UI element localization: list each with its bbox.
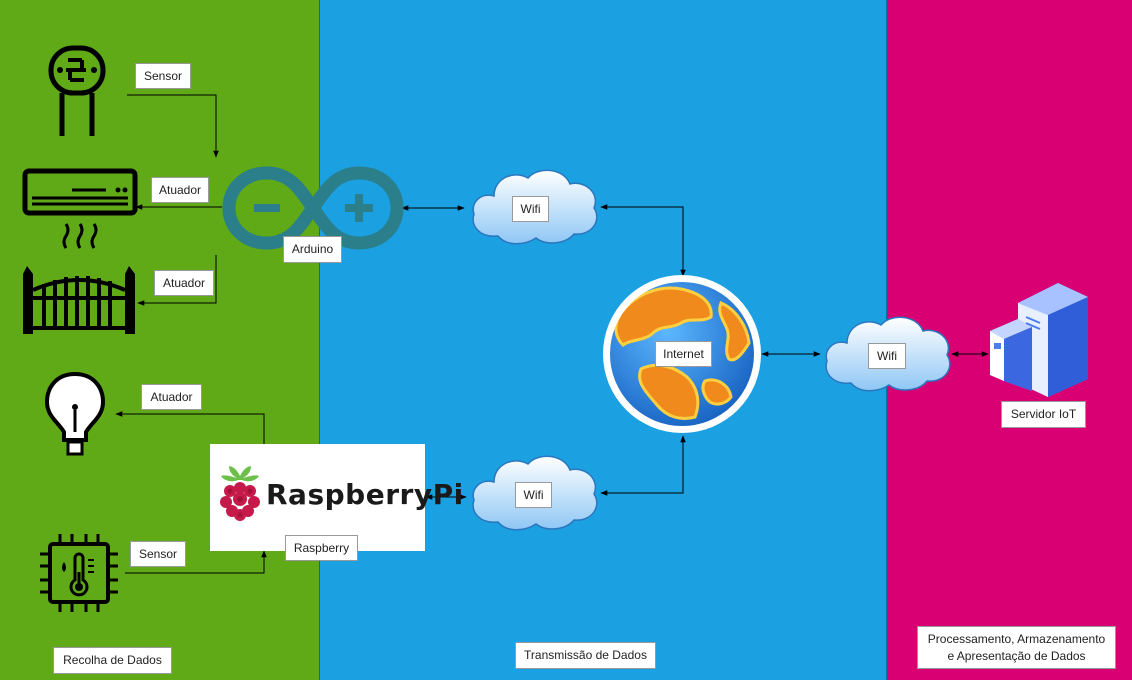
arduino-label: Arduino [283, 236, 342, 263]
iot-server-icon [990, 283, 1088, 397]
arduino-logo-icon [222, 166, 404, 250]
wifi-bottom-label: Wifi [515, 482, 552, 508]
wifi-top-label: Wifi [512, 196, 549, 222]
actuator-gate-label: Atuador [154, 270, 214, 296]
internet-label: Internet [655, 341, 712, 367]
sensor-top-label: Sensor [135, 63, 191, 89]
sensor-bottom-label: Sensor [130, 541, 186, 567]
data-processing-zone-title: Processamento, Armazenamento e Apresenta… [917, 626, 1116, 669]
data-transmission-zone [320, 0, 887, 680]
data-collection-zone-title: Recolha de Dados [53, 647, 172, 674]
temperature-sensor-icon [40, 534, 118, 612]
actuator-lamp-label: Atuador [141, 384, 202, 410]
raspberry-pi-wordmark: RaspberryPi [266, 478, 464, 511]
raspberry-label: Raspberry [285, 535, 358, 561]
processing-title-line1: Processamento, Armazenamento [927, 631, 1106, 646]
wifi-right-label: Wifi [868, 343, 906, 369]
processing-title-line2: e Apresentação de Dados [947, 648, 1086, 663]
light-bulb-icon [44, 371, 106, 456]
air-conditioner-icon [22, 168, 138, 249]
raspberry-pi-logo-icon [220, 466, 260, 521]
light-sensor-icon [48, 45, 106, 136]
server-label: Servidor IoT [1001, 401, 1086, 428]
data-transmission-zone-title: Transmissão de Dados [515, 642, 656, 669]
gate-icon [23, 266, 135, 334]
actuator-ac-label: Atuador [151, 177, 209, 203]
